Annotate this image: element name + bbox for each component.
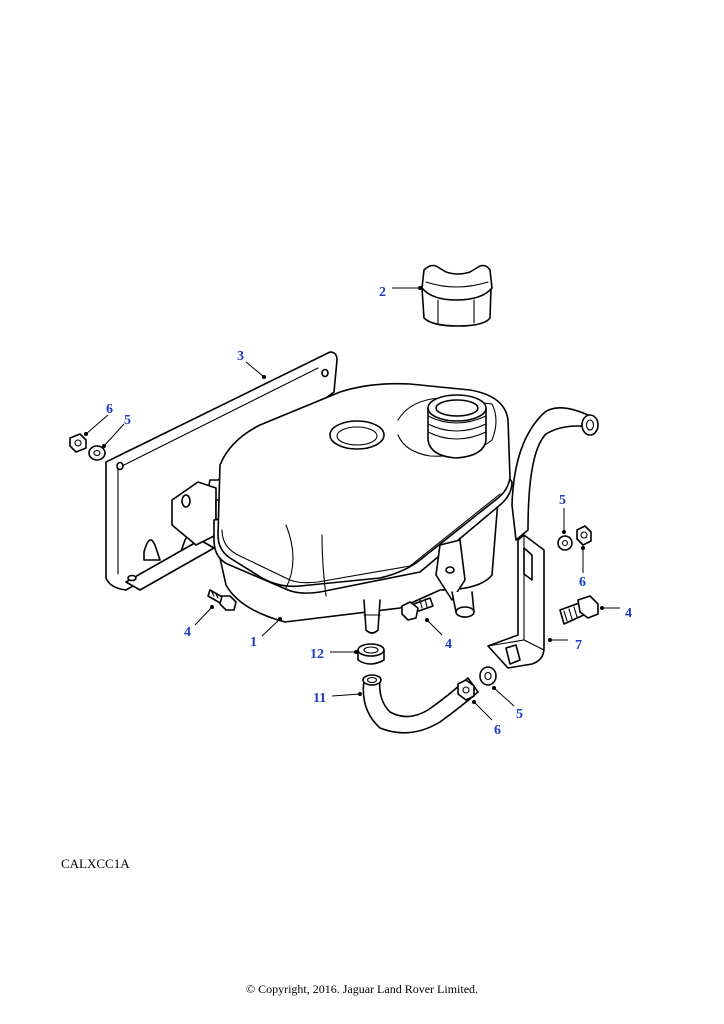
callout-11: 11 — [313, 691, 326, 706]
callout-6c: 6 — [494, 723, 501, 738]
bolt-right — [559, 595, 599, 625]
lower-bracket — [487, 534, 545, 669]
drawing-code: CALXCC1A — [61, 856, 130, 871]
washer-lower — [479, 666, 497, 686]
copyright-notice: © Copyright, 2016. Jaguar Land Rover Lim… — [245, 982, 479, 996]
nut-upper-left — [69, 433, 87, 453]
callout-12: 12 — [310, 647, 324, 662]
callout-leaders — [84, 286, 620, 721]
bolt-middle — [401, 597, 434, 621]
callout-4c: 4 — [625, 606, 632, 621]
callout-1: 1 — [250, 635, 257, 650]
washer-right — [557, 535, 573, 551]
callout-4a: 4 — [184, 625, 191, 640]
hose-clip — [357, 643, 385, 665]
washer-upper-left — [88, 445, 106, 461]
callout-labels: 1 2 3 4 4 4 5 5 5 6 6 6 7 11 12 — [106, 285, 632, 738]
bolt-left — [207, 589, 237, 611]
callout-4b: 4 — [445, 637, 452, 652]
callout-5c: 5 — [516, 707, 523, 722]
callout-7: 7 — [575, 638, 582, 653]
callout-6a: 6 — [106, 402, 113, 417]
callout-2: 2 — [379, 285, 386, 300]
callout-5a: 5 — [124, 413, 131, 428]
nut-right — [576, 525, 592, 546]
expansion-tank — [213, 382, 513, 634]
callout-3: 3 — [237, 349, 244, 364]
callout-6b: 6 — [579, 575, 586, 590]
callout-5b: 5 — [559, 493, 566, 508]
upper-hose — [511, 407, 599, 541]
filler-cap — [421, 264, 493, 327]
nut-lower — [457, 679, 475, 701]
